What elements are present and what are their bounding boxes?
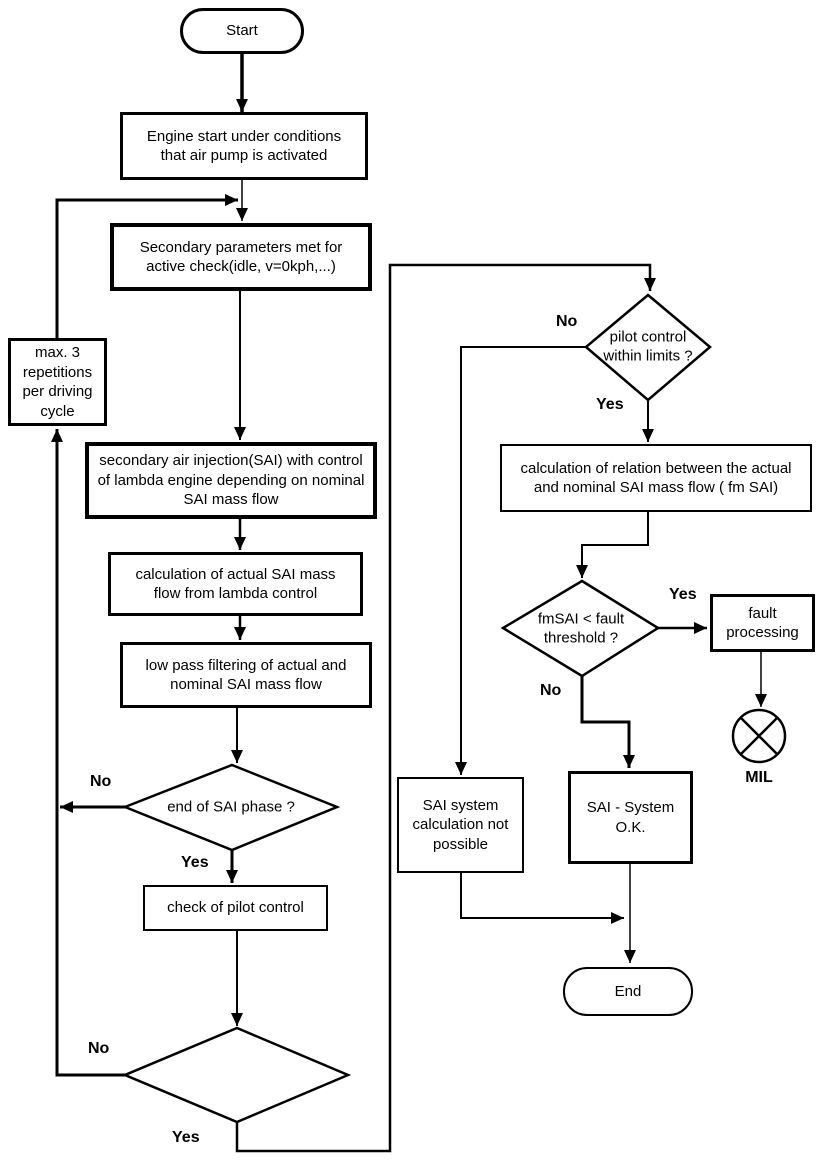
mil-label: MIL	[745, 769, 773, 786]
edge-fault-no	[580, 676, 635, 768]
engine-start-process: Engine start under conditions that air p…	[120, 112, 368, 180]
edge-repetition-loop-into-junction	[55, 194, 238, 338]
edge-final-no-loop	[51, 429, 125, 1077]
end-sai-yes-label: Yes	[181, 854, 209, 871]
pilot-within-limits-decision-label: pilot control within limits ?	[603, 328, 693, 364]
fault-threshold-decision-label: fmSAI < fault threshold ?	[537, 610, 625, 646]
end-of-sai-phase-decision-shape	[121, 763, 341, 852]
end-sai-no-label: No	[90, 773, 112, 790]
calc-actual-mass-flow-process: calculation of actual SAI mass flow from…	[108, 552, 363, 616]
sai-calc-not-possible-process: SAI system calculation not possible	[397, 777, 524, 873]
end-terminator: End	[563, 967, 693, 1016]
check-pilot-control-process: check of pilot control	[143, 885, 328, 931]
final-no-label: No	[88, 1040, 110, 1057]
max-repetitions-process: max. 3 repetitions per driving cycle	[8, 338, 107, 426]
fault-yes-label: Yes	[669, 586, 697, 603]
low-pass-filter-process: low pass filtering of actual and nominal…	[120, 642, 372, 708]
end-of-sai-phase-decision-label: end of SAI phase ?	[167, 798, 295, 816]
edge-final-yes-loop	[235, 263, 656, 1153]
edge-not-possible-to-join	[460, 873, 624, 924]
secondary-parameters-process: Secondary parameters met for active chec…	[110, 223, 372, 291]
edge-pilot-no	[455, 346, 586, 775]
final-yes-label: Yes	[172, 1129, 200, 1146]
fault-threshold-decision-shape	[500, 579, 661, 678]
start-terminator: Start	[180, 8, 304, 54]
final-decision-shape	[121, 1026, 352, 1124]
pilot-no-label: No	[556, 313, 578, 330]
sai-system-ok-process: SAI - System O.K.	[568, 771, 693, 864]
pilot-yes-label: Yes	[596, 396, 624, 413]
pilot-within-limits-decision-shape	[584, 293, 712, 402]
fault-processing-process: fault processing	[710, 594, 815, 652]
sai-injection-process: secondary air injection(SAI) with contro…	[85, 442, 377, 519]
fault-no-label: No	[540, 682, 562, 699]
mil-lamp-icon	[731, 708, 787, 764]
edge-calc-relation-to-fault	[576, 511, 649, 578]
calc-relation-process: calculation of relation between the actu…	[500, 444, 812, 512]
